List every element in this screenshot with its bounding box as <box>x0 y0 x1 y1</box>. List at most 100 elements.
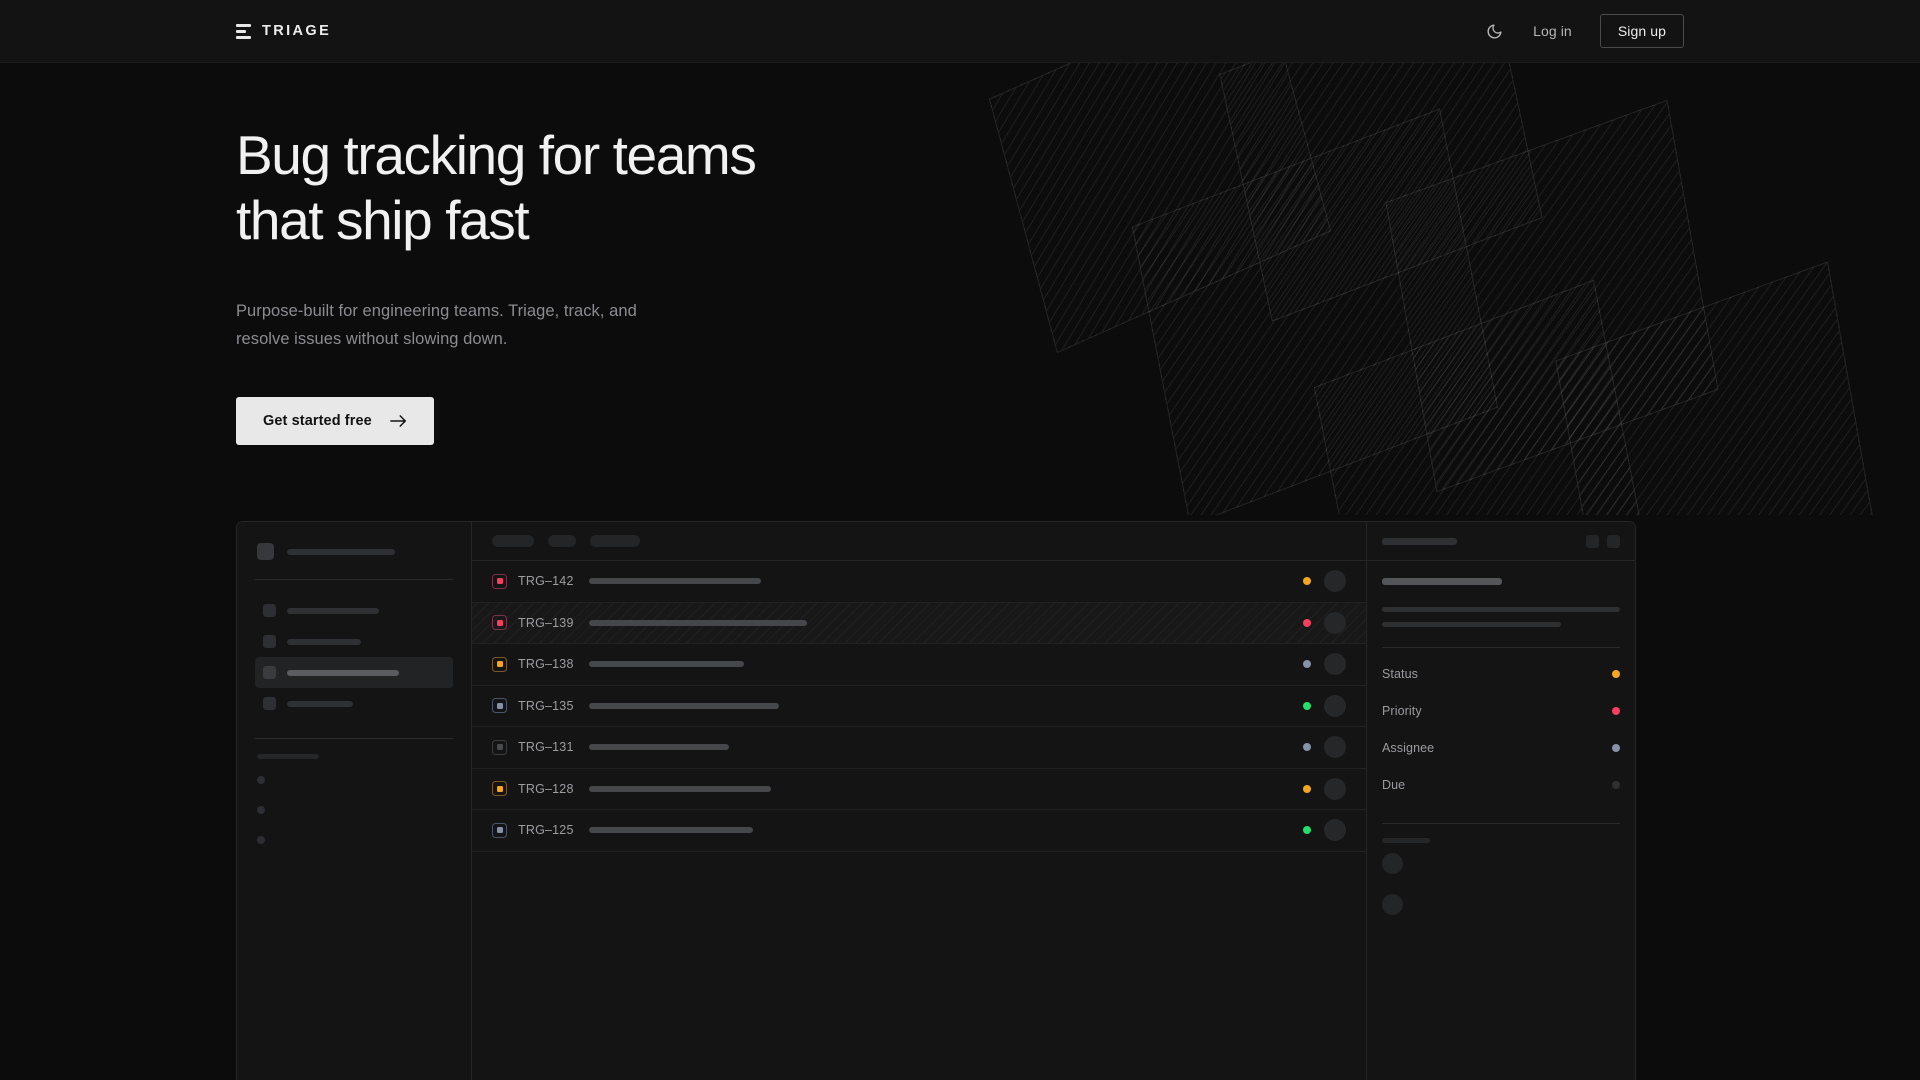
sidebar-item-4[interactable] <box>255 688 453 719</box>
brand-name: TRIAGE <box>262 23 332 39</box>
issue-title-placeholder <box>589 619 807 626</box>
status-dot <box>1303 826 1311 835</box>
sidebar-item-label <box>287 669 399 676</box>
table-row[interactable]: TRG–142 <box>472 561 1366 603</box>
issue-title-placeholder <box>589 661 744 668</box>
app-sidebar <box>237 522 472 1080</box>
detail-divider <box>1382 823 1620 824</box>
detail-text-line <box>1382 607 1620 612</box>
get-started-button[interactable]: Get started free <box>236 396 434 445</box>
priority-indicator-icon <box>492 822 507 838</box>
status-badge <box>1612 669 1620 678</box>
detail-body: Status Priority Assignee Due <box>1367 561 1635 925</box>
comment-item[interactable] <box>1382 843 1620 884</box>
detail-field-label: Priority <box>1382 703 1422 718</box>
detail-header <box>1367 522 1635 561</box>
sidebar-item-label <box>287 700 353 707</box>
avatar <box>1324 694 1346 717</box>
issue-id: TRG–139 <box>518 615 574 630</box>
avatar <box>1324 736 1346 759</box>
nav-inner: TRIAGE Log in Sign up <box>0 0 1920 62</box>
status-dot <box>1303 784 1311 793</box>
table-row[interactable]: TRG–125 <box>472 810 1366 852</box>
avatar <box>1324 777 1346 800</box>
detail-field-assignee[interactable]: Assignee <box>1382 729 1620 766</box>
dot-icon <box>257 806 265 814</box>
comment-avatar <box>1382 853 1403 874</box>
login-link[interactable]: Log in <box>1533 23 1572 39</box>
status-badge <box>1612 706 1620 715</box>
action-square-icon[interactable] <box>1607 534 1620 548</box>
brand-logo[interactable]: TRIAGE <box>236 23 331 39</box>
avatar <box>1324 653 1346 676</box>
detail-field-label: Status <box>1382 666 1419 681</box>
issue-title-placeholder <box>589 744 729 751</box>
action-square-icon[interactable] <box>1586 534 1599 548</box>
nav-square-icon <box>263 635 276 648</box>
status-dot <box>1303 618 1311 627</box>
status-dot <box>1303 577 1311 586</box>
issue-id: TRG–131 <box>518 740 574 755</box>
ribbon-shape <box>1385 99 1719 493</box>
nav-square-icon <box>263 604 276 617</box>
ribbon-shape <box>1555 261 1875 515</box>
detail-text-line <box>1382 622 1561 627</box>
priority-indicator-icon <box>492 615 507 631</box>
table-row[interactable]: TRG–138 <box>472 644 1366 686</box>
hero-subtitle: Purpose-built for engineering teams. Tri… <box>236 301 637 349</box>
dot-icon <box>257 836 265 844</box>
workspace-avatar <box>257 543 274 560</box>
sidebar-divider <box>255 738 453 739</box>
toolbar-filter-pill[interactable] <box>548 535 576 547</box>
status-badge <box>1612 743 1620 752</box>
table-row[interactable]: TRG–135 <box>472 686 1366 727</box>
issue-id: TRG–138 <box>518 657 574 672</box>
priority-indicator-icon <box>492 656 507 672</box>
top-navigation-bar: TRIAGE Log in Sign up <box>0 0 1920 63</box>
get-started-label: Get started free <box>263 412 372 429</box>
sidebar-item-3-active[interactable] <box>255 657 453 688</box>
list-toolbar <box>472 522 1366 561</box>
signup-button[interactable]: Sign up <box>1599 14 1684 48</box>
detail-title-placeholder <box>1382 578 1502 585</box>
status-dot <box>1303 660 1311 669</box>
detail-field-status[interactable]: Status <box>1382 655 1620 692</box>
nav-square-icon <box>263 697 276 710</box>
table-row-selected[interactable]: TRG–139 <box>472 602 1366 644</box>
detail-comments-label <box>1382 838 1430 843</box>
page-title: Bug tracking for teams that ship fast <box>236 124 757 252</box>
toolbar-filter-pill[interactable] <box>492 535 534 547</box>
sidebar-sub-item-2[interactable] <box>255 795 453 825</box>
status-dot <box>1303 743 1311 752</box>
toolbar-filter-pill[interactable] <box>590 535 640 547</box>
issue-id: TRG–142 <box>518 574 574 589</box>
moon-icon[interactable] <box>1483 20 1505 42</box>
priority-indicator-icon <box>492 698 507 714</box>
sidebar-sub-item-1[interactable] <box>255 765 453 795</box>
avatar <box>1324 570 1346 593</box>
priority-indicator-icon <box>492 781 507 797</box>
nav-actions: Log in Sign up <box>1483 14 1684 48</box>
issue-detail-panel: Status Priority Assignee Due <box>1367 522 1635 1080</box>
status-dot <box>1303 701 1311 710</box>
sidebar-item-2[interactable] <box>255 626 453 657</box>
issue-title-placeholder <box>589 702 779 709</box>
ribbon-shape <box>1313 279 1647 515</box>
detail-field-label: Assignee <box>1382 740 1435 755</box>
sidebar-divider <box>255 579 453 580</box>
sidebar-item-1[interactable] <box>255 595 453 626</box>
detail-field-priority[interactable]: Priority <box>1382 692 1620 729</box>
workspace-switcher[interactable] <box>255 540 453 560</box>
avatar <box>1324 819 1346 842</box>
detail-field-due[interactable]: Due <box>1382 766 1620 803</box>
sidebar-item-label <box>287 638 361 645</box>
app-preview-mockup: TRG–142 TRG–139 TRG–138 <box>236 521 1636 1080</box>
comment-item[interactable] <box>1382 884 1620 925</box>
issue-id: TRG–125 <box>518 823 574 838</box>
sidebar-sub-item-3[interactable] <box>255 825 453 855</box>
table-row[interactable]: TRG–131 <box>472 727 1366 769</box>
avatar <box>1324 611 1346 634</box>
table-row[interactable]: TRG–128 <box>472 769 1366 810</box>
priority-indicator-icon <box>492 739 507 755</box>
